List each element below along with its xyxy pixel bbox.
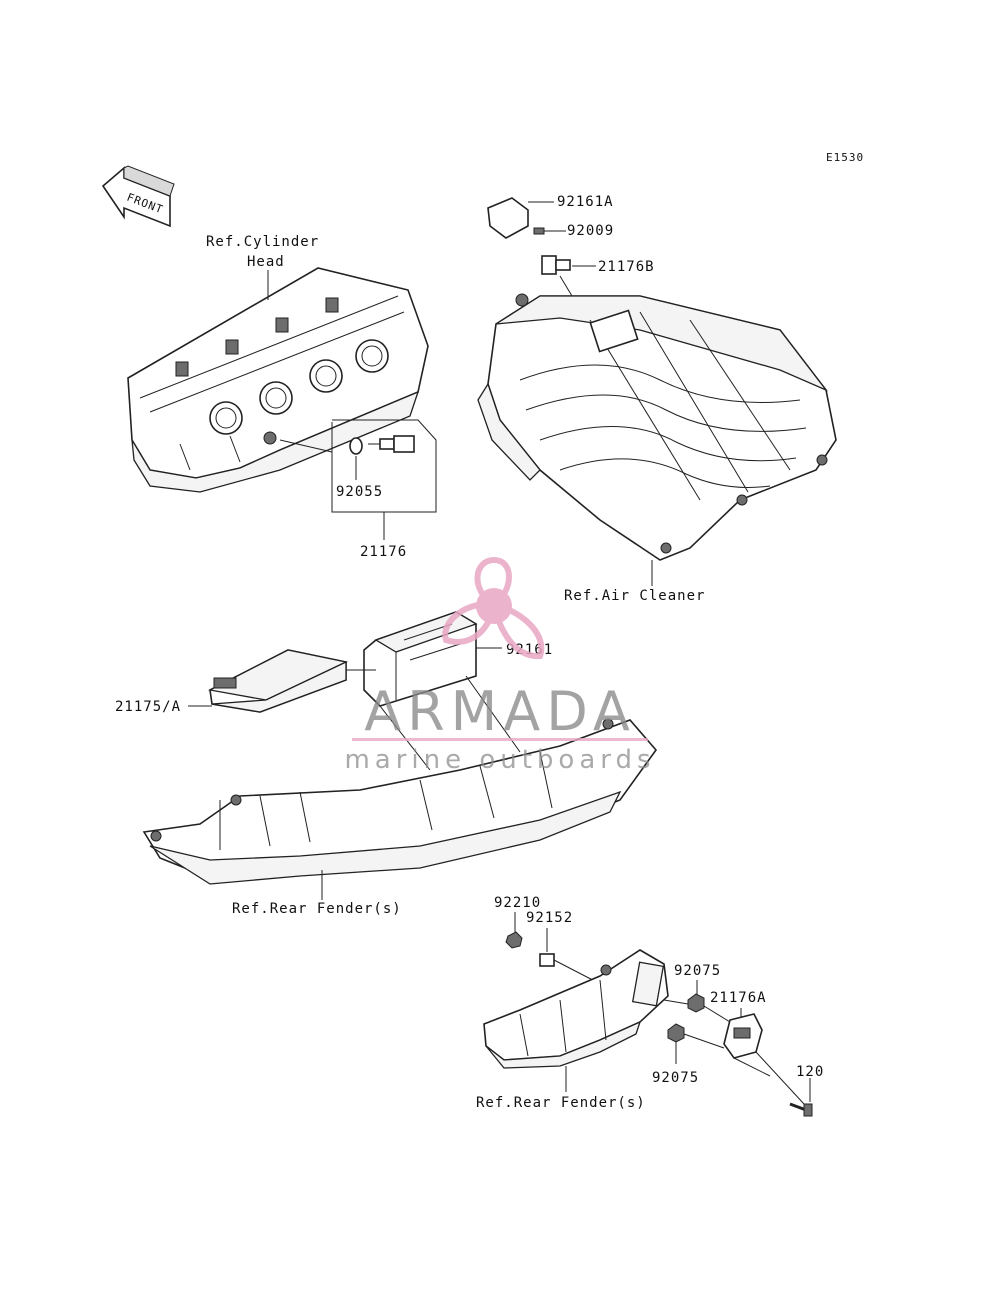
label-ref-rear-fender-upper: Ref.Rear Fender(s) <box>232 901 402 917</box>
sensor-21176a-part <box>723 1013 763 1059</box>
part-92210: 92210 <box>494 895 541 911</box>
propeller-logo-icon <box>442 556 545 660</box>
ecu-21175a-part <box>188 649 376 713</box>
label-ref-cylinder-head-2: Head <box>247 254 285 270</box>
part-120: 120 <box>796 1064 824 1080</box>
rear-fender-upper-part <box>142 675 658 885</box>
part-92009: 92009 <box>567 223 614 239</box>
part-92161a: 92161A <box>557 194 614 210</box>
label-ref-air-cleaner: Ref.Air Cleaner <box>564 588 705 604</box>
part-92075-upper: 92075 <box>674 963 721 979</box>
rear-fender-lower-part <box>483 949 669 1069</box>
collar-92152 <box>539 953 555 967</box>
part-92075-lower: 92075 <box>652 1070 699 1086</box>
front-arrow-icon: FRONT <box>101 165 175 228</box>
armada-watermark: ARMADA marine outboards <box>344 556 655 775</box>
part-92055: 92055 <box>336 484 383 500</box>
part-92152: 92152 <box>526 910 573 926</box>
air-cleaner-part <box>477 293 837 561</box>
diagram-code: E1530 <box>826 151 864 164</box>
label-ref-cylinder-head: Ref.Cylinder <box>206 234 319 250</box>
part-21176b: 21176B <box>598 259 655 275</box>
label-ref-rear-fender-lower: Ref.Rear Fender(s) <box>476 1095 646 1111</box>
cylinder-head-part <box>127 267 429 493</box>
watermark-tagline: marine outboards <box>344 745 655 775</box>
nut-92075-lower <box>667 1023 685 1043</box>
bolt-120 <box>789 1102 813 1117</box>
part-21176a: 21176A <box>710 990 767 1006</box>
nut-92075-upper <box>687 993 705 1013</box>
part-21176: 21176 <box>360 544 407 560</box>
sensor-21176-group <box>279 419 437 540</box>
nut-92210 <box>505 931 523 949</box>
watermark-brand: ARMADA <box>364 680 636 743</box>
part-21175a: 21175/A <box>115 699 181 715</box>
